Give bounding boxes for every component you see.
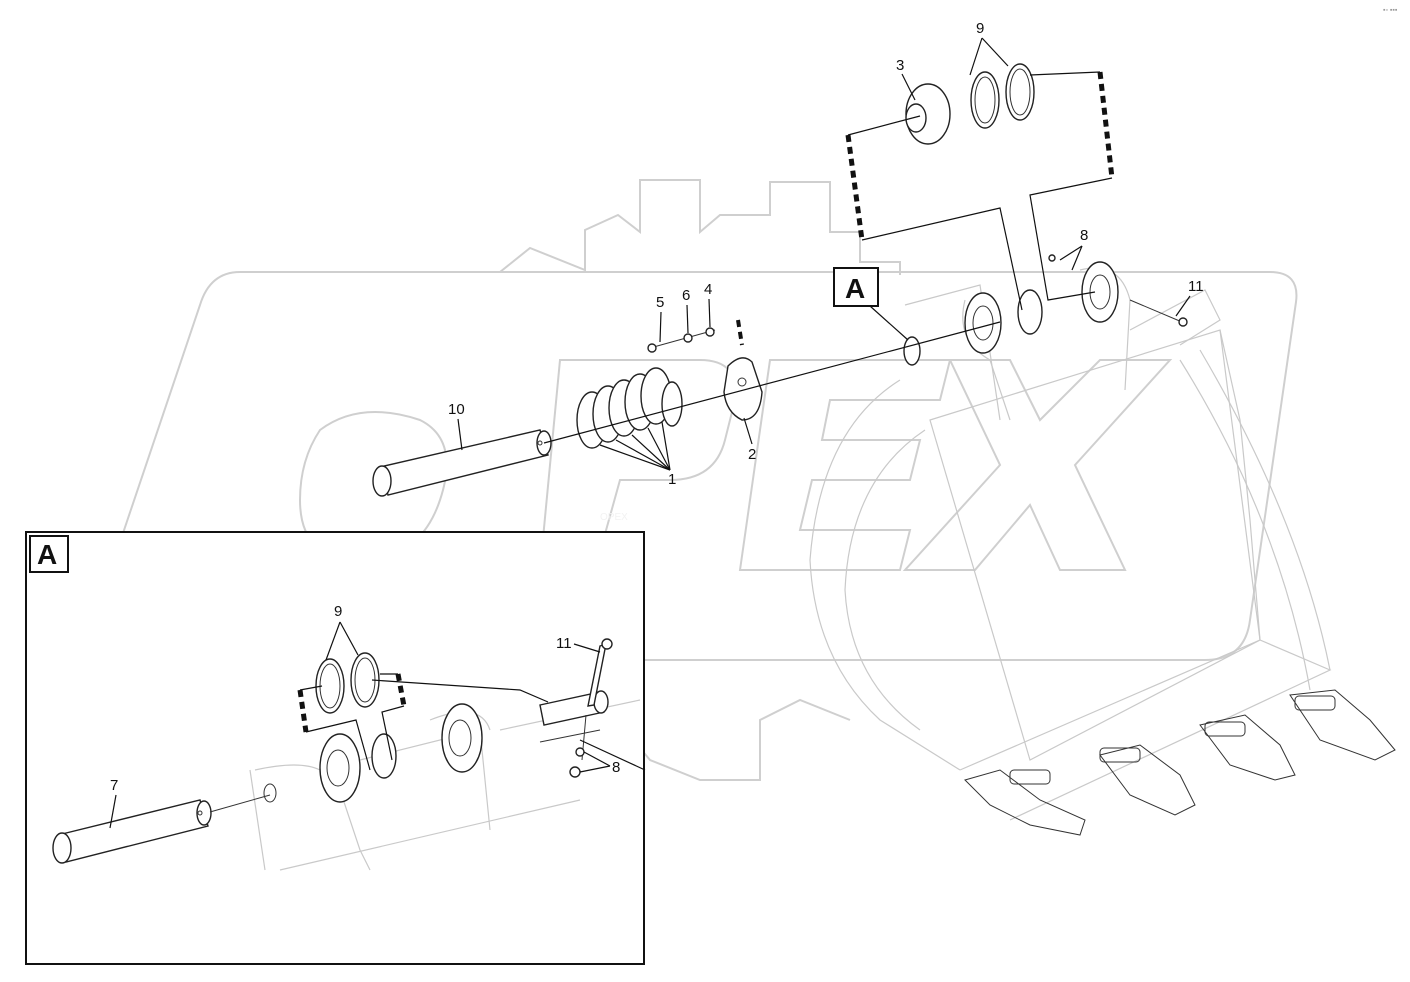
callout-6: 6 <box>682 287 690 304</box>
callout-4: 4 <box>704 281 712 298</box>
callout-9-main: 9 <box>976 20 984 37</box>
detail-label-box <box>29 535 69 573</box>
callout-1: 1 <box>668 471 676 488</box>
dashed-brackets-main <box>736 71 1115 346</box>
callout-7: 7 <box>110 777 118 794</box>
bushing-ring <box>1017 289 1043 335</box>
end-cap-part-3 <box>905 83 951 145</box>
callout-5: 5 <box>656 294 664 311</box>
watermark-opex: OPEX <box>89 271 1298 661</box>
detail-label: A <box>37 539 57 570</box>
assembly-axis <box>543 321 1001 444</box>
svg-text:A: A <box>845 273 865 304</box>
lug-bore-right <box>1081 261 1119 323</box>
callout-2: 2 <box>748 446 756 463</box>
callout-8-detail: 8 <box>612 759 620 776</box>
spacer-ring <box>903 336 921 366</box>
hinge-lugs <box>962 261 1131 421</box>
callout-10: 10 <box>448 401 465 418</box>
detail-view-a: A <box>25 531 646 965</box>
pin-part-7 <box>52 794 271 864</box>
lock-pin-part-11-main <box>1048 254 1188 327</box>
shim-stack-part-1 <box>576 367 683 449</box>
retainer-plate-part-2 <box>723 357 763 421</box>
watermark-text: OPEX <box>600 512 628 523</box>
pin-part-10 <box>372 429 552 497</box>
callout-11-detail: 11 <box>556 635 572 652</box>
callout-3: 3 <box>896 57 904 74</box>
main-callouts: 9 3 8 11 5 6 4 10 1 2 <box>448 20 1204 488</box>
bucket-teeth <box>964 689 1396 836</box>
lug-bore-left <box>964 292 1002 354</box>
bucket-body <box>809 284 1332 821</box>
callout-8-main: 8 <box>1080 227 1088 244</box>
callout-11-main: 11 <box>1188 278 1204 295</box>
o-rings-part-9-main <box>970 63 1035 129</box>
sleeve-and-lock-pin-detail <box>539 638 646 778</box>
corner-mark: ▪▫ ▪▪▪ <box>1383 7 1398 14</box>
bolt-set-parts-4-5-6 <box>647 327 716 353</box>
callout-9-detail: 9 <box>334 603 342 620</box>
detail-tag-a-main: A <box>833 267 909 341</box>
